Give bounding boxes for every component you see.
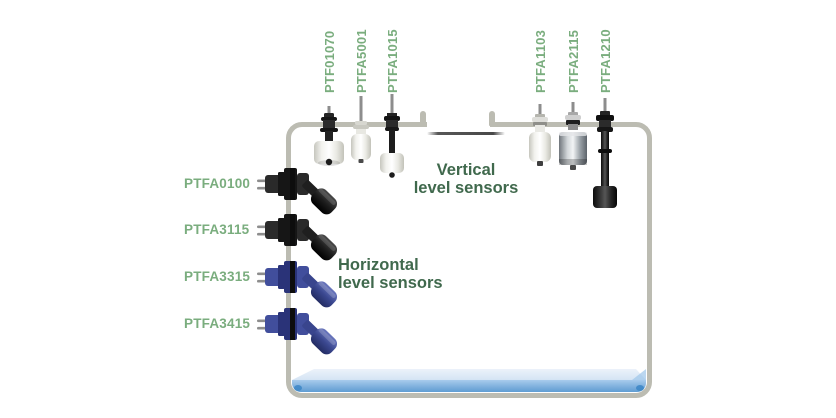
rail-right-end-up	[489, 111, 495, 126]
label-ptfa3115: PTFA3115	[184, 222, 250, 237]
label-ptfa1103: PTFA1103	[533, 29, 548, 93]
water-surface-edge	[632, 369, 646, 380]
label-ptfa1210: PTFA1210	[598, 29, 613, 93]
float-arm	[302, 180, 319, 197]
water-surface	[292, 369, 646, 380]
horizontal-sensor-ptfa3115	[256, 199, 340, 265]
water-corner-left	[294, 385, 302, 391]
vertical-sensors-heading: Vertical level sensors	[391, 161, 541, 198]
horizontal-sensor-ptfa0100	[256, 153, 340, 219]
vertical-sensor-ptfa5001	[348, 96, 374, 164]
rail-gap	[427, 119, 490, 130]
water-corner-right	[636, 385, 644, 391]
vertical-sensor-ptf01070	[312, 106, 346, 168]
float-arm	[302, 320, 319, 337]
sensor-pin	[603, 98, 607, 113]
float-black	[310, 234, 338, 261]
connector-pins	[257, 225, 267, 229]
horizontal-sensor-ptfa3415	[256, 293, 340, 359]
float-blue	[310, 281, 338, 308]
horizontal-heading-line2: level sensors	[338, 274, 443, 293]
horizontal-sensors-heading: Horizontal level sensors	[338, 256, 498, 293]
horizontal-sensor-ptfa3315	[256, 246, 340, 312]
sensor-stem	[601, 131, 609, 188]
horizontal-heading-line1: Horizontal	[338, 256, 419, 274]
float-white	[314, 141, 344, 164]
float-arm	[302, 273, 319, 290]
vertical-sensor-ptfa1015	[377, 94, 407, 178]
sensor-pin	[538, 104, 542, 116]
sensor-pin	[327, 106, 331, 116]
float-arm	[302, 226, 319, 243]
vertical-heading-line1: Vertical	[436, 161, 496, 179]
float-blue	[310, 328, 338, 355]
vertical-sensor-ptfa2115	[557, 102, 589, 174]
label-ptfa2115: PTFA2115	[566, 29, 581, 93]
float-white	[529, 132, 551, 162]
water	[292, 369, 646, 392]
water-front-face	[292, 380, 646, 392]
label-ptfa5001: PTFA5001	[354, 29, 369, 93]
sensor-rod	[390, 94, 394, 115]
rail-left-end-up	[420, 111, 426, 126]
vertical-sensor-ptfa1210	[590, 98, 620, 210]
vertical-heading-line2: level sensors	[413, 179, 519, 198]
float-black	[593, 186, 617, 208]
rail-gap-shadow	[427, 132, 505, 135]
label-ptfa3415: PTFA3415	[184, 316, 251, 331]
float-steel	[559, 132, 587, 165]
connector-pins	[257, 272, 267, 276]
connector-pins	[257, 319, 267, 323]
sensor-rod	[359, 96, 363, 123]
float-white	[380, 153, 404, 173]
sensor-stem	[389, 130, 395, 155]
label-ptfa0100: PTFA0100	[184, 176, 251, 191]
float-black	[310, 188, 338, 215]
label-ptfa3315: PTFA3315	[184, 269, 251, 284]
float-white	[351, 134, 371, 160]
label-ptfa1015: PTFA1015	[385, 29, 400, 93]
sensor-pin	[571, 102, 575, 114]
label-ptf01070: PTF01070	[322, 30, 337, 93]
connector-pins	[257, 179, 267, 183]
vertical-sensor-ptfa1103	[526, 104, 554, 174]
